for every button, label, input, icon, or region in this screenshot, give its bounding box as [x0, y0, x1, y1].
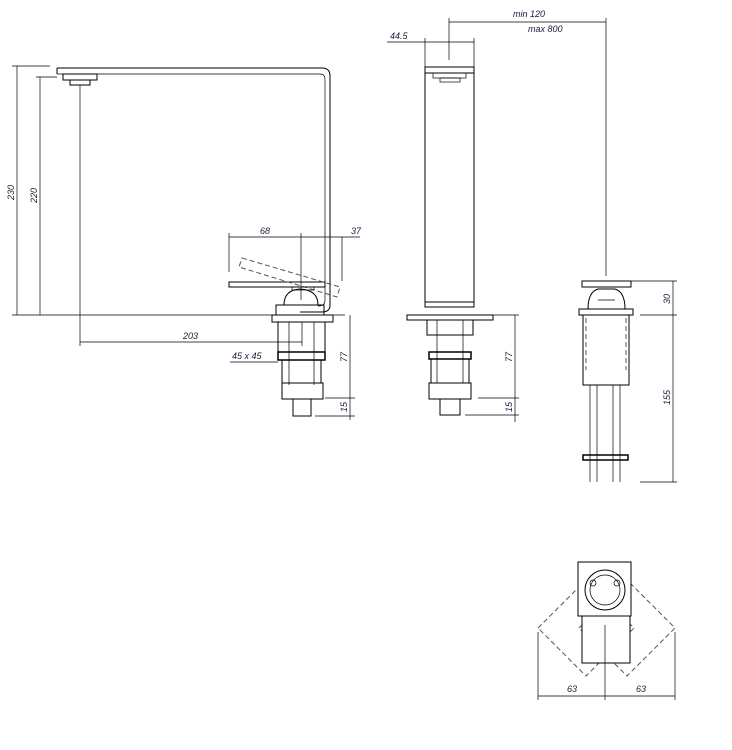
- base-flange: [271, 314, 334, 323]
- dim-68: 68: [260, 226, 270, 236]
- dim-220: 220: [29, 188, 39, 204]
- aerator-tip: [69, 79, 91, 86]
- side-view: 230 220 203 68 37 45 x 45: [6, 65, 362, 420]
- dim-203: 203: [182, 331, 198, 341]
- top-plate: [577, 561, 632, 617]
- base-block: [281, 382, 324, 400]
- base-flange: [406, 314, 494, 321]
- mixer-body: [582, 314, 630, 386]
- dim-63-right: 63: [636, 684, 646, 694]
- spout-outline: [57, 67, 331, 313]
- dim-63-left: 63: [567, 684, 577, 694]
- spout-inner: [57, 73, 326, 307]
- dim-44-5: 44.5: [390, 31, 409, 41]
- dim-30: 30: [662, 294, 672, 304]
- mixer-lever: [581, 280, 632, 288]
- dim-min-120: min 120: [513, 9, 545, 19]
- lever: [228, 281, 326, 288]
- spout-body: [424, 66, 475, 308]
- cartridge-top: [584, 569, 626, 611]
- dim-230: 230: [6, 185, 16, 201]
- dim-155: 155: [662, 389, 672, 405]
- top-view: 63 63: [537, 561, 676, 700]
- dim-15-front: 15: [504, 401, 514, 412]
- inlet-pipe: [292, 398, 312, 417]
- front-view: 44.5 min 120 max 800 77 15: [387, 9, 607, 422]
- mixer-view: 30 155: [578, 280, 677, 483]
- lever-rotation-left: [537, 579, 635, 677]
- dim-77-front: 77: [504, 351, 514, 362]
- dim-37: 37: [351, 226, 362, 236]
- lever-tilted: [238, 257, 341, 298]
- dim-15-side: 15: [339, 401, 349, 412]
- dim-45x45: 45 x 45: [232, 351, 263, 361]
- cartridge-dome: [283, 288, 319, 306]
- dim-77-side: 77: [339, 351, 349, 362]
- dim-max-800: max 800: [528, 24, 563, 34]
- aerator: [62, 73, 98, 81]
